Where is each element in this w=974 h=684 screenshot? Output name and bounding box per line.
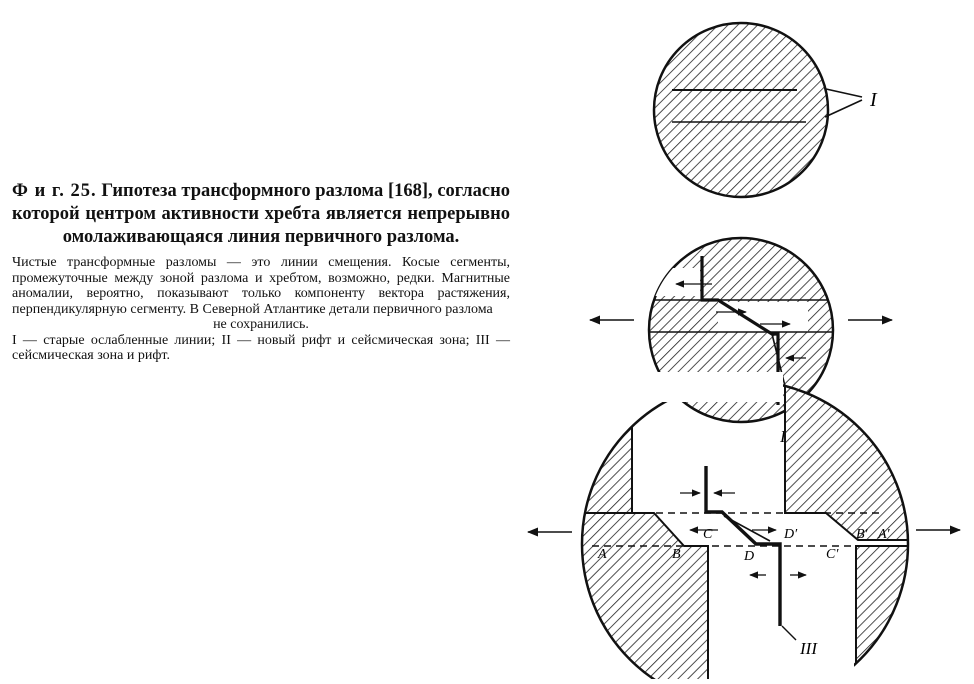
leader-I-1 [825, 88, 863, 98]
point-D: D [743, 549, 754, 564]
caption-figure-number: Ф и г. 25. [12, 181, 97, 201]
caption-legend: I — старые ослабленные линии; II — новый… [12, 332, 510, 364]
rift-II [700, 256, 780, 405]
caption-title: Ф и г. 25. Гипотеза трансформного разлом… [12, 180, 510, 249]
left-block-upper [582, 381, 633, 514]
figure-caption: Ф и г. 25. Гипотеза трансформного разлом… [12, 180, 510, 364]
point-A: A [597, 547, 607, 562]
point-D-prime: D′ [783, 527, 798, 542]
label-I: I [869, 89, 878, 111]
disk-1 [652, 21, 830, 199]
panel-old-lines: I [652, 21, 878, 199]
point-A-prime: A′ [877, 527, 891, 542]
caption-body-text: Чистые трансформные разломы — это линии … [12, 255, 510, 317]
point-C-prime: C′ [826, 547, 839, 562]
label-III: III [799, 639, 818, 658]
rift-III [704, 466, 782, 626]
fault-diagram: I II [520, 0, 974, 684]
panel-new-rift: II [588, 236, 894, 446]
caption-body-end: не сохранились. [213, 317, 309, 332]
caption-body: Чистые трансформные разломы — это линии … [12, 255, 510, 333]
leader-I-2 [824, 99, 863, 118]
leader-III [781, 625, 797, 641]
caption-title-text: Гипотеза трансформного разлома [168], со… [12, 181, 510, 247]
point-B: B [672, 547, 681, 562]
point-B-prime: B′ [856, 527, 869, 542]
point-C: C [703, 527, 713, 542]
right-block-upper [784, 381, 908, 541]
